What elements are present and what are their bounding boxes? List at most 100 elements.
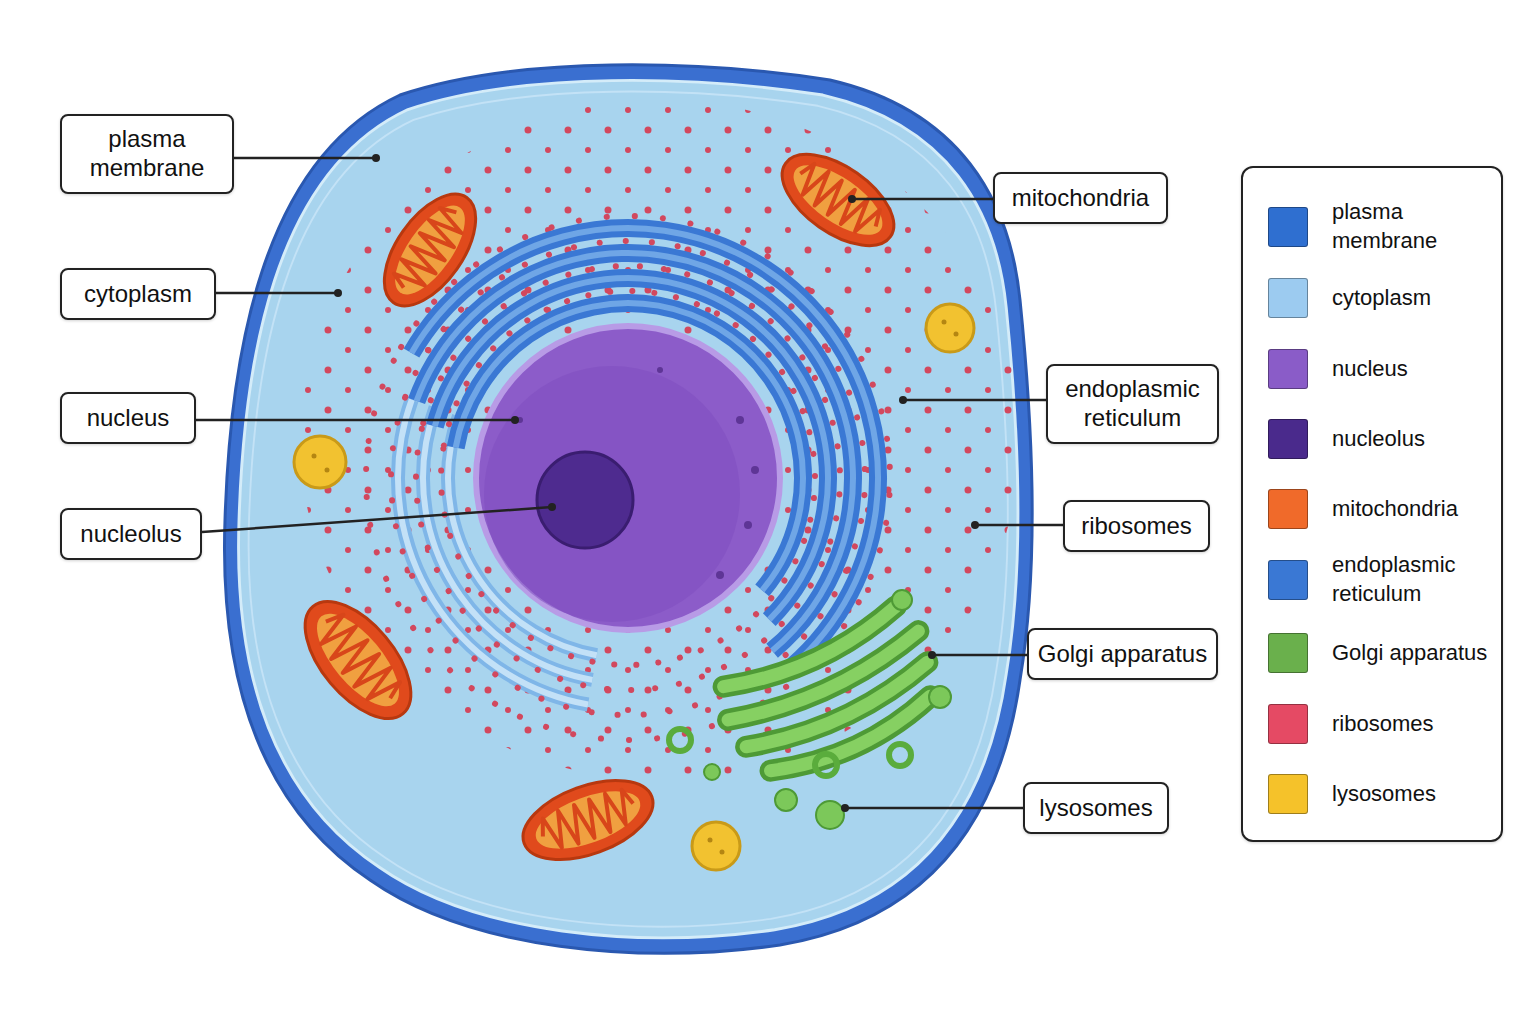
- mito-cristae: [389, 202, 471, 298]
- leader-line: [975, 524, 1063, 527]
- leader-line: [196, 419, 515, 422]
- callout-label: endoplasmic reticulum: [1056, 375, 1209, 433]
- mitochondrion: [285, 583, 430, 737]
- leader-dot: [899, 396, 907, 404]
- mito-outer: [512, 765, 663, 875]
- nuclear-pore: [744, 521, 752, 529]
- legend-swatch: [1268, 633, 1308, 673]
- leader-line: [234, 157, 376, 160]
- callout-label: plasma membrane: [70, 125, 224, 183]
- golgi-vesicle: [816, 801, 844, 829]
- leader-dot: [971, 521, 979, 529]
- mito-inner: [382, 195, 478, 305]
- callout-box: lysosomes: [1023, 782, 1169, 834]
- leader-dot: [848, 195, 856, 203]
- legend-label: endoplasmic reticulum: [1332, 551, 1462, 608]
- mitochondrion: [512, 765, 663, 875]
- callout-box: plasma membrane: [60, 114, 234, 194]
- mito-inner: [528, 780, 647, 861]
- leader-dot: [928, 651, 936, 659]
- callout-label: ribosomes: [1081, 512, 1192, 541]
- leader-dot: [372, 154, 380, 162]
- nucleus: [476, 326, 780, 630]
- callout-label: nucleolus: [80, 520, 181, 549]
- legend-row: endoplasmic reticulum: [1243, 550, 1462, 610]
- leader-line: [903, 399, 1046, 402]
- leader-lines: [196, 158, 1063, 808]
- callout-label: nucleus: [87, 404, 170, 433]
- legend-swatch: [1268, 774, 1308, 814]
- lysosome-granule: [942, 320, 947, 325]
- plasma-membrane: [224, 65, 1032, 953]
- golgi-vesicle-ring: [815, 754, 837, 776]
- legend-swatch: [1268, 419, 1308, 459]
- leader-dot: [511, 416, 519, 424]
- mitochondrion: [366, 179, 493, 322]
- legend-row: cytoplasm: [1243, 268, 1431, 328]
- callout-box: Golgi apparatus: [1027, 628, 1218, 680]
- lysosome: [692, 822, 740, 870]
- er-ribosomes: [270, 120, 986, 836]
- golgi-cisterna: [771, 696, 936, 783]
- legend-swatch: [1268, 207, 1308, 247]
- callout-label: Golgi apparatus: [1038, 640, 1207, 669]
- legend-row: nucleus: [1243, 339, 1408, 399]
- leader-dot: [548, 503, 556, 511]
- legend-row: plasma membrane: [1243, 197, 1462, 257]
- mito-cristae: [311, 609, 406, 711]
- lysosome-granule: [312, 454, 317, 459]
- golgi-vesicle: [775, 789, 797, 811]
- nuclear-pore: [751, 466, 759, 474]
- legend-label: plasma membrane: [1332, 198, 1462, 255]
- legend-label: Golgi apparatus: [1332, 639, 1487, 668]
- legend-row: mitochondria: [1243, 479, 1458, 539]
- rough-er: [270, 120, 986, 836]
- legend-row: Golgi apparatus: [1243, 623, 1487, 683]
- golgi-vesicle: [892, 590, 912, 610]
- callout-box: nucleolus: [60, 508, 202, 560]
- mito-outer: [285, 583, 430, 737]
- er-ribosomes: [324, 174, 932, 782]
- nucleolus: [537, 452, 633, 548]
- legend-row: ribosomes: [1243, 694, 1433, 754]
- lysosome-granule: [708, 838, 713, 843]
- golgi-vesicle: [704, 764, 720, 780]
- golgi-vesicle: [929, 686, 951, 708]
- callout-box: cytoplasm: [60, 268, 216, 320]
- leader-line: [845, 807, 1023, 810]
- golgi-apparatus: [715, 602, 952, 790]
- lysosome: [926, 304, 974, 352]
- legend-swatch: [1268, 349, 1308, 389]
- legend-swatch: [1268, 560, 1308, 600]
- leader-dot: [334, 289, 342, 297]
- golgi-vesicle-ring: [669, 729, 691, 751]
- golgi-lumen: [771, 696, 936, 783]
- legend-box: plasma membranecytoplasmnucleusnucleolus…: [1241, 166, 1503, 842]
- callout-box: mitochondria: [993, 172, 1168, 224]
- lysosome-granule: [325, 468, 330, 473]
- callout-box: endoplasmic reticulum: [1046, 364, 1219, 444]
- nuclear-pore: [716, 571, 724, 579]
- legend-label: ribosomes: [1332, 710, 1433, 739]
- leader-line: [932, 654, 1027, 657]
- callout-label: mitochondria: [1012, 184, 1149, 213]
- legend-label: cytoplasm: [1332, 284, 1431, 313]
- nuclear-pore: [736, 416, 744, 424]
- legend-label: nucleus: [1332, 355, 1408, 384]
- legend-swatch: [1268, 704, 1308, 744]
- leader-dots: [334, 154, 979, 812]
- callout-label: lysosomes: [1039, 794, 1152, 823]
- legend-swatch: [1268, 489, 1308, 529]
- legend-swatch: [1268, 278, 1308, 318]
- legend-label: mitochondria: [1332, 495, 1458, 524]
- leader-dot: [841, 804, 849, 812]
- legend-label: lysosomes: [1332, 780, 1436, 809]
- callout-box: nucleus: [60, 392, 196, 444]
- nucleus-shade: [484, 366, 740, 622]
- lysosome-granule: [954, 332, 959, 337]
- golgi-vesicle-ring: [889, 744, 911, 766]
- lysosome-granule: [720, 850, 725, 855]
- lysosome: [294, 436, 346, 488]
- mito-cristae: [536, 786, 639, 855]
